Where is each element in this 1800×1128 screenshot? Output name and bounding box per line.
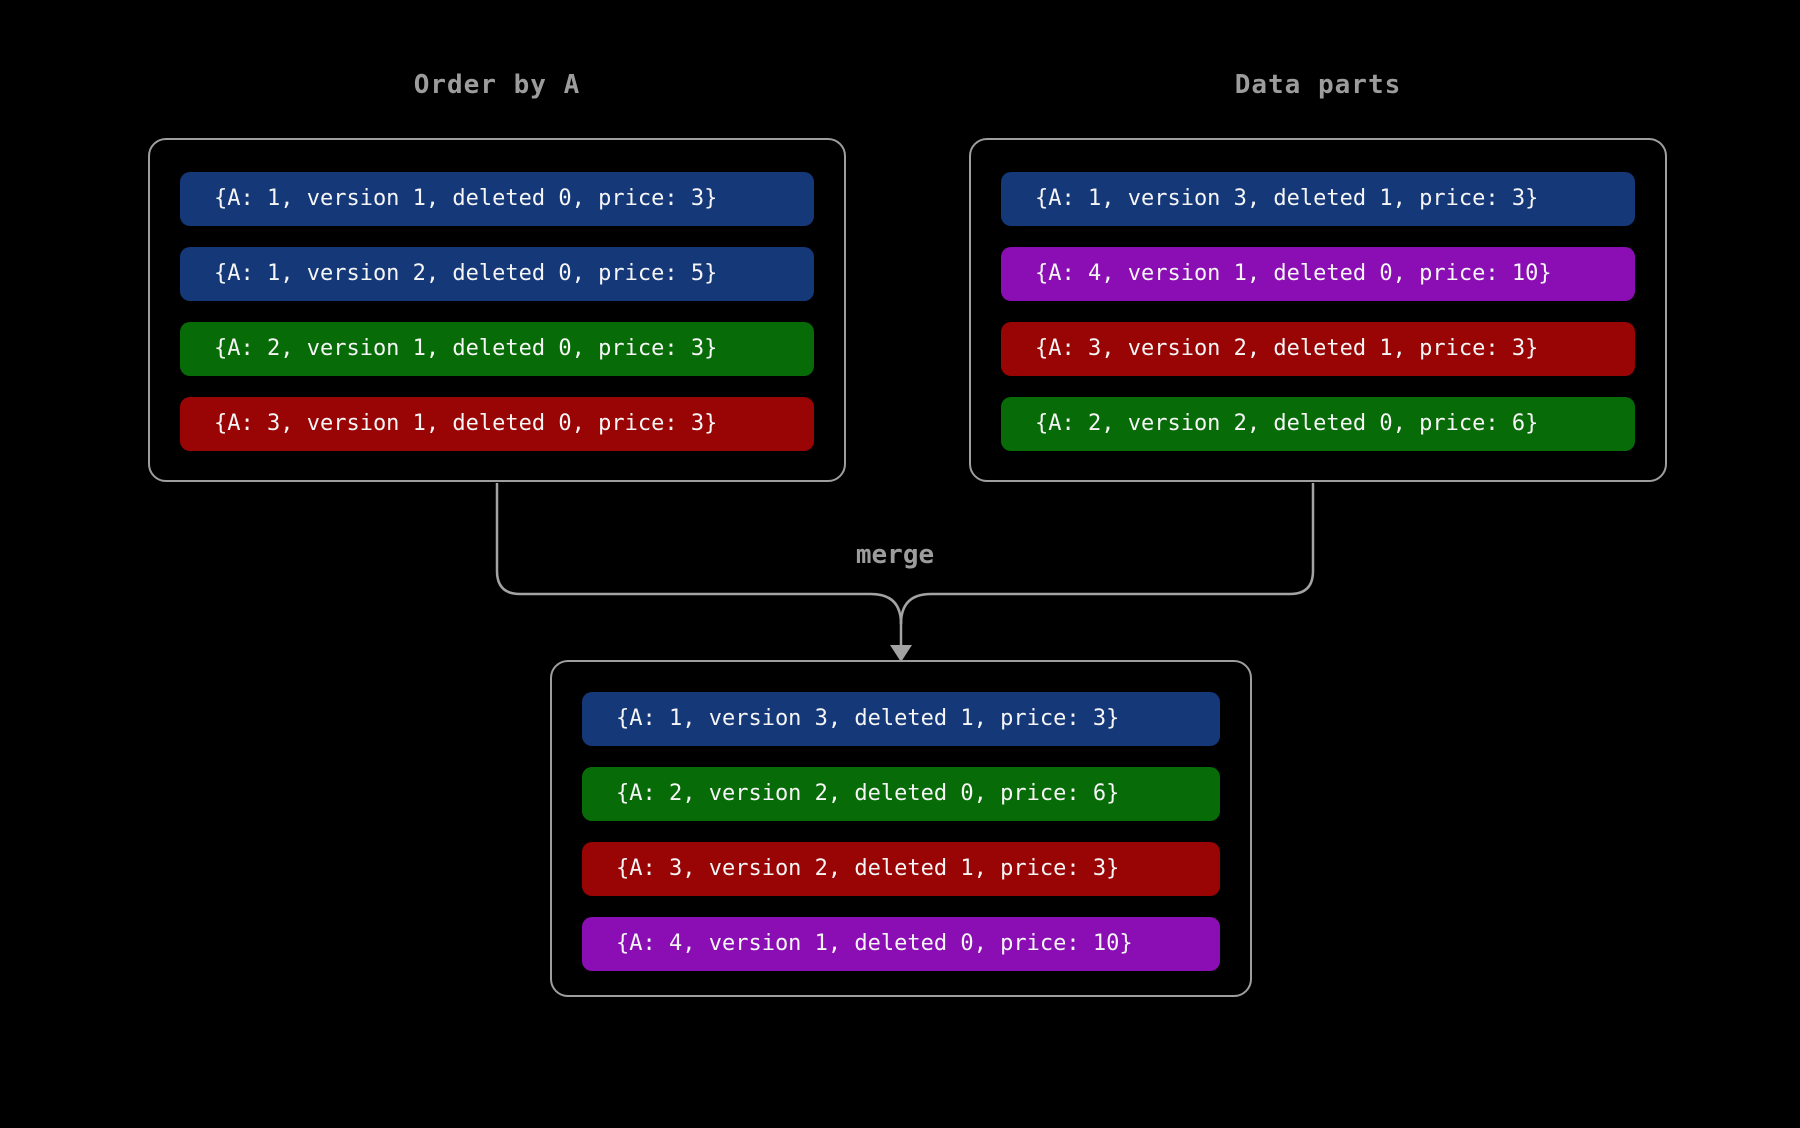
record-pill: {A: 2, version 1, deleted 0, price: 3} — [180, 322, 814, 376]
record-pill: {A: 1, version 3, deleted 1, price: 3} — [582, 692, 1220, 746]
order-by-a-box: {A: 1, version 1, deleted 0, price: 3} {… — [148, 138, 846, 482]
order-by-a-title: Order by A — [413, 70, 581, 100]
merged-result-box: {A: 1, version 3, deleted 1, price: 3} {… — [550, 660, 1252, 997]
record-pill: {A: 3, version 1, deleted 0, price: 3} — [180, 397, 814, 451]
record-pill: {A: 4, version 1, deleted 0, price: 10} — [1001, 247, 1635, 301]
record-pill: {A: 1, version 1, deleted 0, price: 3} — [180, 172, 814, 226]
record-pill: {A: 2, version 2, deleted 0, price: 6} — [582, 767, 1220, 821]
data-parts-rows: {A: 1, version 3, deleted 1, price: 3} {… — [1001, 172, 1635, 451]
record-pill: {A: 4, version 1, deleted 0, price: 10} — [582, 917, 1220, 971]
data-parts-title: Data parts — [1234, 70, 1402, 100]
data-parts-box: {A: 1, version 3, deleted 1, price: 3} {… — [969, 138, 1667, 482]
record-pill: {A: 2, version 2, deleted 0, price: 6} — [1001, 397, 1635, 451]
record-pill: {A: 1, version 2, deleted 0, price: 5} — [180, 247, 814, 301]
merge-label: merge — [855, 540, 935, 570]
merged-result-rows: {A: 1, version 3, deleted 1, price: 3} {… — [582, 692, 1220, 971]
record-pill: {A: 3, version 2, deleted 1, price: 3} — [1001, 322, 1635, 376]
record-pill: {A: 3, version 2, deleted 1, price: 3} — [582, 842, 1220, 896]
record-pill: {A: 1, version 3, deleted 1, price: 3} — [1001, 172, 1635, 226]
order-by-a-rows: {A: 1, version 1, deleted 0, price: 3} {… — [180, 172, 814, 451]
